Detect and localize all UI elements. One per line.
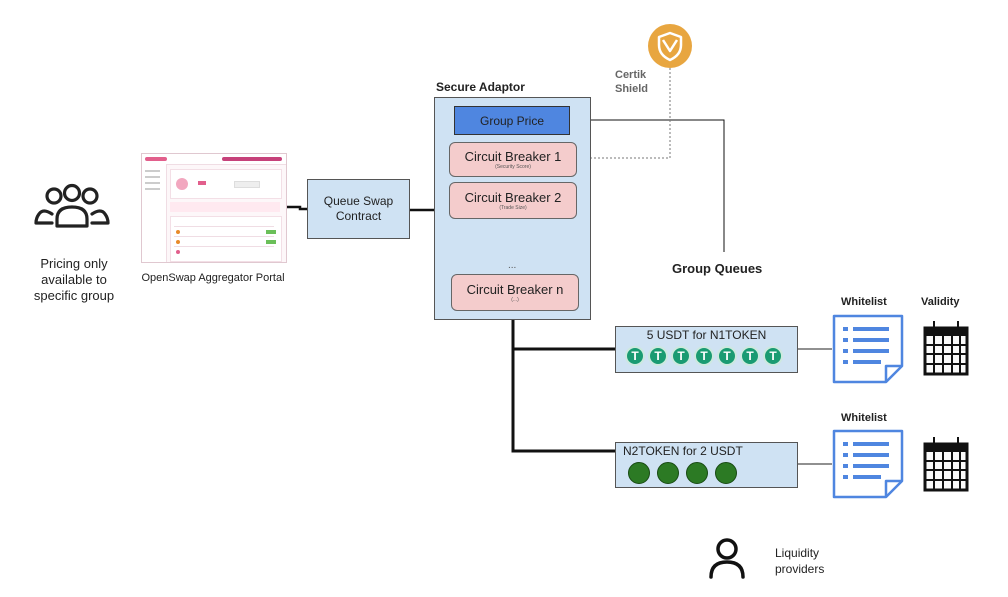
usdt-coin-icon: T xyxy=(648,346,668,366)
queue-swap-label: Queue Swap Contract xyxy=(323,194,394,223)
person-icon xyxy=(707,537,747,579)
circuit-breaker-1-subtitle: (Security Score) xyxy=(495,163,531,170)
circuit-breaker-2: Circuit Breaker 2 (Trade Size) xyxy=(449,182,577,219)
n2token-coin-icon xyxy=(657,462,679,484)
whitelist-label-2: Whitelist xyxy=(841,412,887,424)
ellipsis-label: ... xyxy=(508,260,517,271)
queue-2-label: N2TOKEN for 2 USDT xyxy=(623,444,743,458)
validity-label: Validity xyxy=(921,296,960,308)
users-caption: Pricing only available to specific group xyxy=(33,256,115,303)
queue-1-box: 5 USDT for N1TOKEN T T T T T T T xyxy=(615,326,798,373)
certik-label: Certik Shield xyxy=(615,69,649,95)
whitelist-label-1: Whitelist xyxy=(841,296,887,308)
circuit-breaker-2-title: Circuit Breaker 2 xyxy=(464,189,562,205)
circuit-breaker-1: Circuit Breaker 1 (Security Score) xyxy=(449,142,577,177)
usdt-coin-icon: T xyxy=(717,346,737,366)
n2token-coin-icon xyxy=(715,462,737,484)
usdt-coin-icon: T xyxy=(694,346,714,366)
usdt-coin-icon: T xyxy=(625,346,645,366)
n2token-coin-icon xyxy=(686,462,708,484)
group-price-box: Group Price xyxy=(454,106,570,135)
n2token-coin-icon xyxy=(628,462,650,484)
group-queues-label: Group Queues xyxy=(672,261,763,276)
queue-swap-contract: Queue Swap Contract xyxy=(307,179,410,239)
secure-adaptor-title: Secure Adaptor xyxy=(436,80,525,94)
circuit-breaker-2-subtitle: (Trade Size) xyxy=(499,204,527,211)
users-icon xyxy=(33,183,111,229)
whitelist-document-icon xyxy=(832,429,904,499)
circuit-breaker-n-subtitle: (...) xyxy=(511,296,519,303)
circuit-breaker-n: Circuit Breaker n (...) xyxy=(451,274,579,311)
usdt-tokens: T T T T T T T xyxy=(625,346,795,368)
n2token-tokens xyxy=(628,462,748,486)
usdt-coin-icon: T xyxy=(763,346,783,366)
circuit-breaker-n-title: Circuit Breaker n xyxy=(466,281,564,297)
group-price-label: Group Price xyxy=(479,113,545,128)
calendar-icon xyxy=(921,434,971,494)
liquidity-providers-label: Liquidity providers xyxy=(775,546,825,576)
usdt-coin-icon: T xyxy=(671,346,691,366)
usdt-coin-icon: T xyxy=(740,346,760,366)
portal-caption: OpenSwap Aggregator Portal xyxy=(141,272,285,284)
whitelist-document-icon xyxy=(832,314,904,384)
portal-screenshot xyxy=(141,153,287,263)
circuit-breaker-1-title: Circuit Breaker 1 xyxy=(464,148,562,164)
queue-1-label: 5 USDT for N1TOKEN xyxy=(646,328,767,342)
certik-shield-icon xyxy=(647,23,693,69)
queue-2-box: N2TOKEN for 2 USDT xyxy=(615,442,798,488)
calendar-icon xyxy=(921,318,971,378)
